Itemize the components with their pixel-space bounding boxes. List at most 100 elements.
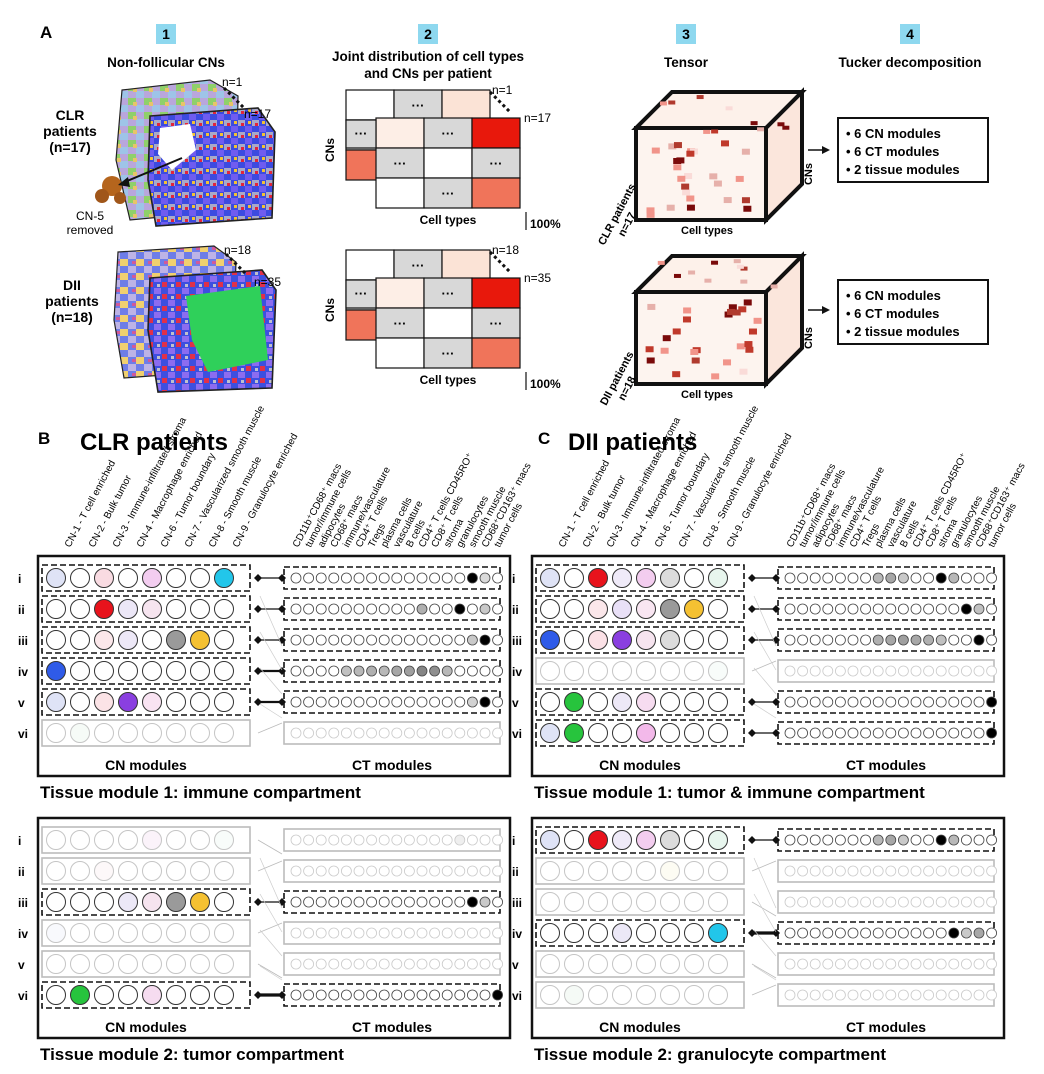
tensor-cell bbox=[681, 183, 690, 190]
step-4-badge bbox=[900, 24, 920, 44]
ct-modules-label: CT modules bbox=[352, 1019, 432, 1035]
cn-weight-circle bbox=[660, 861, 680, 881]
cn-weight-circle bbox=[118, 830, 138, 850]
ct-weight-circle bbox=[391, 958, 403, 970]
ct-weight-circle bbox=[441, 603, 453, 615]
ct-weight-circle bbox=[328, 865, 340, 877]
module-link-node bbox=[278, 574, 286, 582]
ct-weight-circle bbox=[923, 834, 934, 846]
module-row-label: v bbox=[18, 696, 25, 710]
cn-weight-circle bbox=[94, 861, 114, 881]
ct-weight-circle bbox=[847, 896, 859, 908]
ct-weight-circle bbox=[973, 696, 985, 708]
cn-weight-circle bbox=[46, 830, 66, 850]
cn-weight-circle bbox=[636, 985, 656, 1005]
dii-tissue-images: n=18 n=35 DII patients (n=18) bbox=[45, 243, 281, 393]
module-row-label: iv bbox=[512, 927, 522, 941]
ct-weight-circle bbox=[454, 727, 466, 739]
cn-weight-circle bbox=[94, 923, 114, 943]
module-row-label: v bbox=[512, 958, 519, 972]
ct-module-box bbox=[777, 952, 995, 976]
ct-weight-circle bbox=[441, 727, 453, 739]
cn-weight-circle bbox=[684, 630, 704, 650]
ct-weight-circle bbox=[961, 727, 972, 739]
ct-weight-circle bbox=[479, 665, 491, 677]
cn-weight-circle bbox=[612, 630, 632, 650]
ct-weight-circle bbox=[340, 665, 352, 677]
jd-back-cell bbox=[345, 89, 395, 121]
clr-patients-label-2: patients bbox=[43, 123, 97, 139]
ct-weight-circle bbox=[416, 896, 428, 908]
tensor-cell bbox=[723, 197, 732, 204]
module-row bbox=[41, 626, 504, 654]
step-3-header: 3 Tensor bbox=[664, 24, 709, 70]
jd-back-cell bbox=[393, 89, 443, 121]
cn-weight-circle bbox=[588, 861, 608, 881]
ct-weight-circle bbox=[973, 665, 985, 677]
ct-weight-circle bbox=[340, 896, 352, 908]
tensor-celltypes-label: Cell types bbox=[681, 389, 733, 401]
ct-weight-circle bbox=[353, 572, 365, 584]
ct-weight-circle bbox=[973, 896, 985, 908]
ct-weight-circle bbox=[466, 572, 478, 584]
step-1-badge bbox=[156, 24, 176, 44]
tensor-front-face bbox=[634, 126, 768, 222]
ct-weight-circle bbox=[378, 927, 390, 939]
ct-weight-circle bbox=[872, 634, 884, 646]
cn-weight-circle bbox=[564, 830, 584, 850]
ct-weight-circle bbox=[391, 989, 403, 1001]
ct-weight-circle bbox=[403, 696, 415, 708]
cn-weight-circle bbox=[708, 568, 728, 588]
cn-weight-circle bbox=[636, 723, 656, 743]
jd-cns-axis-label: CNs bbox=[323, 138, 337, 162]
cn-weight-circle bbox=[70, 985, 90, 1005]
ct-weight-circle bbox=[986, 727, 997, 739]
cn-weight-circle bbox=[708, 723, 728, 743]
faint-module-link bbox=[259, 703, 283, 719]
ct-weight-circle bbox=[797, 727, 808, 739]
ct-weight-circle bbox=[847, 927, 859, 939]
faint-module-link bbox=[259, 893, 283, 933]
cn-module-box bbox=[535, 981, 745, 1009]
tensor-cell bbox=[732, 309, 741, 316]
ct-weight-circle bbox=[961, 834, 972, 846]
ct-weight-circle bbox=[847, 665, 859, 677]
ct-weight-circle bbox=[290, 896, 302, 908]
jd-front-cell bbox=[423, 277, 473, 309]
cn-module-box bbox=[41, 981, 251, 1009]
removal-arrowhead bbox=[118, 177, 130, 187]
ct-weight-circle bbox=[910, 665, 922, 677]
tensor-cell bbox=[735, 175, 744, 182]
ct-weight-circle bbox=[822, 896, 834, 908]
ct-weight-circle bbox=[441, 634, 453, 646]
tensor-top-cell bbox=[688, 270, 696, 275]
faint-module-link bbox=[257, 839, 283, 855]
cn-weight-circle bbox=[70, 954, 90, 974]
ct-weight-circle bbox=[885, 572, 897, 584]
cn-module-box bbox=[535, 888, 745, 916]
cn-weight-circle bbox=[588, 892, 608, 912]
tensor-cell bbox=[728, 304, 737, 311]
ct-weight-circle bbox=[784, 603, 796, 615]
module-row-label: i bbox=[512, 834, 515, 848]
ct-weight-circle bbox=[973, 572, 985, 584]
ct-weight-circle bbox=[340, 572, 352, 584]
tensor-cell bbox=[726, 308, 735, 315]
ct-weight-circle bbox=[935, 865, 947, 877]
ct-weight-circle bbox=[784, 927, 796, 939]
tensor-cell bbox=[683, 307, 692, 314]
ct-weight-circle bbox=[923, 989, 934, 1001]
module-row bbox=[535, 981, 997, 1009]
ct-weight-circle bbox=[910, 896, 922, 908]
ct-weight-circle bbox=[973, 634, 985, 646]
ct-weight-circle bbox=[366, 989, 378, 1001]
ct-weight-circle bbox=[961, 927, 972, 939]
module-row-label: iii bbox=[18, 896, 28, 910]
tensor-cell bbox=[741, 197, 750, 204]
cn-weight-circle bbox=[540, 661, 560, 681]
ct-weight-circle bbox=[860, 896, 871, 908]
cn5-removed-blob bbox=[102, 176, 122, 196]
ct-weight-circle bbox=[466, 865, 478, 877]
cn-weight-circle bbox=[540, 692, 560, 712]
ct-weight-circle bbox=[961, 896, 972, 908]
